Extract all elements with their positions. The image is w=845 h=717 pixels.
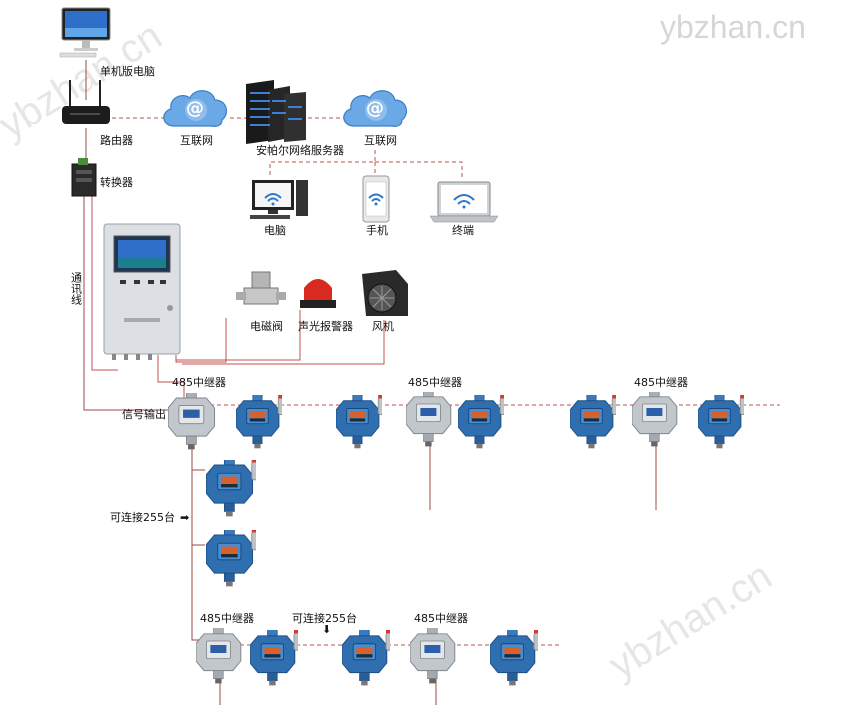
- label-phone: 手机: [366, 223, 388, 237]
- repeater-4: [196, 628, 242, 684]
- label-internet-1: 互联网: [180, 134, 213, 147]
- detector: [342, 630, 390, 686]
- device-row-bottom: [196, 628, 538, 686]
- arrow-down-icon: ⬇: [322, 623, 331, 636]
- internet-cloud-2: @: [343, 90, 408, 127]
- label-repeater-1: 485中继器: [172, 376, 226, 389]
- fan-icon: [362, 270, 408, 316]
- detector: [458, 395, 504, 449]
- label-internet-2: 互联网: [364, 134, 397, 147]
- router-icon: [62, 80, 110, 124]
- svg-text:通讯线: 通讯线: [70, 272, 83, 305]
- repeater-5: [410, 628, 456, 684]
- label-comm-line: 通讯线: [70, 272, 83, 305]
- label-repeater-3: 485中继器: [634, 376, 688, 389]
- at-icon: @: [186, 98, 204, 119]
- at-icon: @: [366, 98, 384, 119]
- arrow-right-icon: ➡: [180, 511, 189, 524]
- label-alarm: 声光报警器: [298, 319, 353, 333]
- label-computer: 电脑: [264, 224, 286, 237]
- label-terminal: 终端: [452, 223, 474, 237]
- label-router: 路由器: [100, 133, 133, 147]
- watermark-top-right: ybzhan.cn: [660, 9, 806, 45]
- detector: [206, 530, 256, 587]
- detector: [698, 395, 744, 449]
- label-repeater-4: 485中继器: [200, 612, 254, 625]
- detector: [236, 395, 282, 449]
- label-signal-output: 信号输出: [122, 407, 166, 421]
- repeater-1: [168, 393, 216, 450]
- device-column-left: [206, 460, 256, 587]
- detector: [336, 395, 382, 449]
- watermark-bottom-right: ybzhan.cn: [601, 554, 779, 688]
- label-solenoid-valve: 电磁阀: [250, 319, 283, 333]
- label-connect-255-b: 可连接255台: [292, 611, 357, 625]
- label-fan: 风机: [372, 319, 394, 333]
- controller-cabinet: [103, 223, 181, 360]
- computer-icon: [250, 180, 308, 219]
- repeater-2: [406, 392, 452, 447]
- label-server: 安帕尔网络服务器: [256, 143, 344, 157]
- device-row-top: [168, 392, 744, 450]
- standalone-pc-icon: [59, 7, 111, 58]
- alarm-icon: [300, 279, 336, 308]
- label-converter: 转换器: [100, 175, 133, 189]
- label-connect-255-a: 可连接255台: [110, 510, 175, 524]
- label-standalone-pc: 单机版电脑: [100, 64, 155, 78]
- solenoid-valve-icon: [236, 271, 286, 305]
- repeater-3: [632, 392, 678, 447]
- detector: [570, 395, 616, 449]
- terminal-icon: [429, 181, 499, 223]
- detector: [490, 630, 538, 686]
- internet-cloud-1: @: [163, 90, 228, 127]
- detector: [206, 460, 256, 517]
- server-icon: [246, 80, 306, 144]
- converter-icon: [71, 158, 97, 197]
- label-repeater-2: 485中继器: [408, 376, 462, 389]
- phone-icon: [362, 175, 390, 223]
- label-repeater-5: 485中继器: [414, 612, 468, 625]
- detector: [250, 630, 298, 686]
